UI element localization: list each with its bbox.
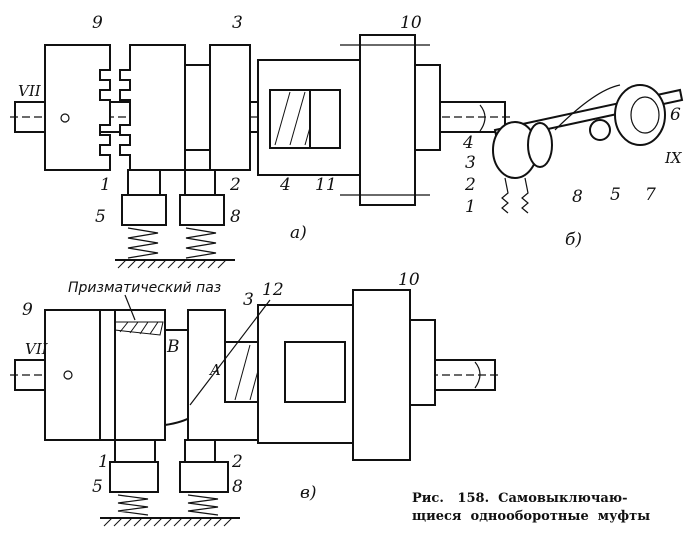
- label-10: 10: [400, 13, 422, 33]
- label-b-2: 2: [464, 175, 476, 195]
- label-2: 2: [229, 175, 241, 195]
- label-3: 3: [232, 13, 243, 33]
- figure-a: 9 3 10 VII 1 2 5 8 4 11 а): [10, 13, 510, 269]
- pin-1-v: [114, 439, 156, 463]
- caption-line-2: щиеся однооборотные муфты: [412, 509, 650, 524]
- part-11: [309, 89, 341, 149]
- label-11: 11: [315, 175, 337, 195]
- label-v-2: 2: [231, 452, 243, 472]
- plunger-5-v: [109, 461, 159, 493]
- label-v-shaft-vii: VII: [25, 340, 49, 358]
- flange-10-v: [352, 289, 411, 461]
- label-B: B: [166, 337, 180, 357]
- label-prismatic-slot: Призматический паз: [68, 280, 221, 296]
- label-shaft-vii: VII: [18, 82, 42, 100]
- subfigure-b-label: б): [565, 230, 582, 250]
- label-b-5: 5: [610, 185, 621, 205]
- label-9: 9: [92, 13, 103, 33]
- label-b-8: 8: [572, 187, 583, 207]
- label-b-3: 3: [465, 153, 476, 173]
- label-b-6: 6: [670, 105, 681, 125]
- label-v-3: 3: [243, 290, 254, 310]
- label-A: A: [208, 361, 221, 379]
- label-4: 4: [279, 175, 291, 195]
- label-v-12: 12: [262, 280, 284, 300]
- plunger-8-v: [179, 461, 229, 493]
- label-b-7: 7: [645, 185, 656, 205]
- pin-2: [184, 169, 216, 196]
- label-5: 5: [95, 207, 106, 227]
- label-v-5: 5: [92, 477, 103, 497]
- clutch-half-sliding: [119, 44, 186, 171]
- figure-v: Призматический паз 9 3 10 12 VII B A 1 2…: [10, 270, 500, 527]
- part-3: [209, 44, 251, 171]
- label-b-4: 4: [462, 133, 474, 153]
- label-v-9: 9: [22, 300, 33, 320]
- label-b-1: 1: [465, 197, 476, 217]
- clutch-half-9: [44, 44, 111, 171]
- pin-2-v: [184, 439, 216, 463]
- subfigure-v-label: в): [300, 483, 317, 503]
- label-shaft-ix: IX: [664, 149, 683, 167]
- label-1: 1: [100, 175, 111, 195]
- plunger-5: [121, 194, 167, 226]
- caption-line-1: Рис. 158. Самовыключаю-: [412, 491, 628, 506]
- label-8: 8: [230, 207, 241, 227]
- subfigure-a-label: а): [290, 223, 307, 243]
- label-v-10: 10: [398, 270, 420, 290]
- figure-b: 4 3 2 1 8 5 7 6 IX б): [462, 84, 684, 250]
- flange-10: [359, 34, 416, 206]
- label-v-1: 1: [98, 452, 109, 472]
- pin-1: [127, 169, 161, 196]
- label-v-8: 8: [232, 477, 243, 497]
- plunger-8: [179, 194, 225, 226]
